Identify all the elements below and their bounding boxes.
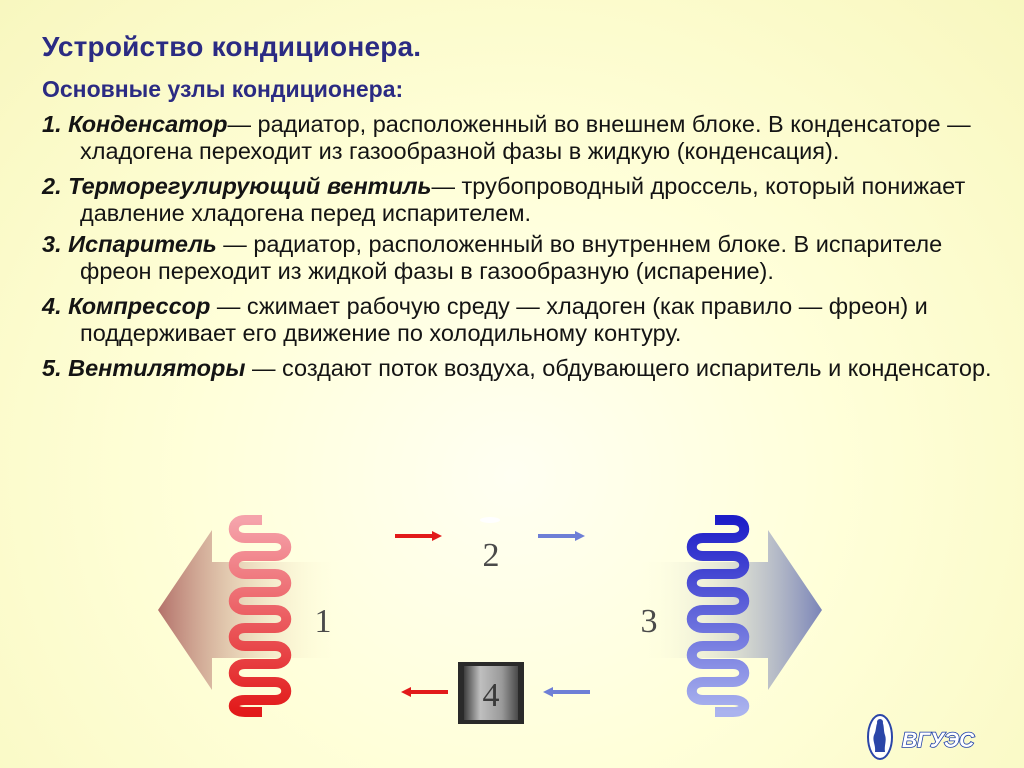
list-item: 2. Терморегулирующий вентиль— трубопрово… [42,173,1002,227]
flow-arrow-cold-top [538,531,585,541]
condenser-coil [228,515,292,717]
item-dash: — [210,293,241,319]
item-description: радиатор, расположенный во внешнем блоке… [80,111,971,164]
list-item: 4. Компрессор — сжимает рабочую среду — … [42,293,1002,347]
item-term: Вентиляторы [68,355,246,381]
flow-arrow-hot-top [395,531,442,541]
logo-text: ВГУЭС [902,729,975,752]
logo-emblem-icon [867,714,893,760]
item-number: 2. [42,173,62,199]
slide-title: Устройство кондиционера. [42,31,422,62]
item-description: трубопроводный дроссель, который понижае… [80,173,966,226]
item-term: Компрессор [68,293,211,319]
list-item: 1. Конденсатор— радиатор, расположенный … [42,111,1002,165]
refrigeration-cycle-diagram: 1 2 3 4 [158,514,822,724]
item-number: 1. [42,111,62,137]
components-list: 1. Конденсатор— радиатор, расположенный … [42,111,1002,390]
label-condenser: 1 [315,603,332,640]
item-term: Терморегулирующий вентиль [68,173,432,199]
item-dash: — [431,173,456,199]
item-term: Конденсатор [68,111,228,137]
list-item: 3. Испаритель — радиатор, расположенный … [42,231,1002,285]
item-description: сжимает рабочую среду — хладоген (как пр… [80,293,928,346]
item-description: создают поток воздуха, обдувающего испар… [275,355,992,381]
evaporator-coil [686,515,750,717]
item-number: 3. [42,231,62,257]
flow-arrow-hot-bottom [401,687,448,697]
label-evaporator: 3 [641,603,658,640]
label-valve: 2 [483,537,500,574]
item-description: радиатор, расположенный во внутреннем бл… [80,231,943,284]
item-number: 4. [42,293,62,319]
label-compressor: 4 [483,677,500,714]
item-dash: — [216,231,247,257]
slide-subtitle: Основные узлы кондиционера: [42,76,404,102]
compressor [458,662,524,724]
item-term: Испаритель [68,231,217,257]
item-dash: — [227,111,251,137]
item-dash: — [245,355,276,381]
expansion-valve [480,517,500,523]
item-number: 5. [42,355,62,381]
university-logo: ВГУЭС [867,714,976,760]
list-item: 5. Вентиляторы — создают поток воздуха, … [42,355,1002,382]
flow-arrow-cold-bottom [543,687,590,697]
